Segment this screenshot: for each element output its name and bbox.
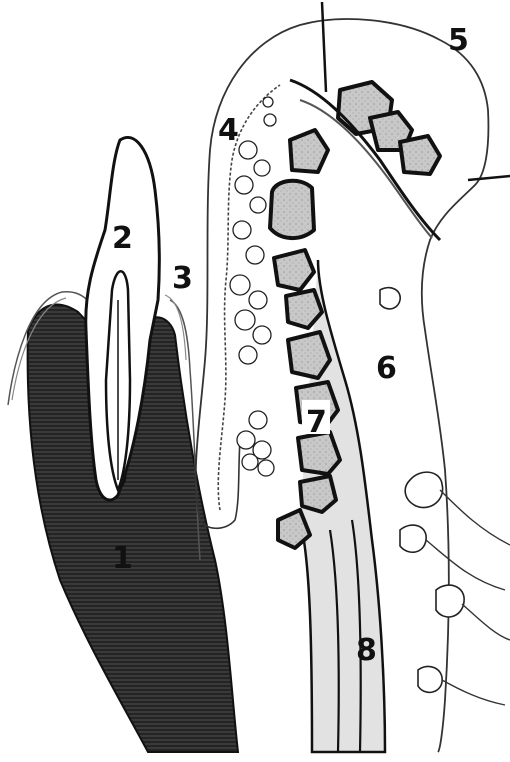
labial-glands bbox=[230, 97, 276, 476]
label-2: 2 bbox=[112, 221, 133, 256]
pointer-right bbox=[468, 176, 510, 180]
label-6: 6 bbox=[376, 351, 397, 386]
label-1: 1 bbox=[112, 541, 133, 576]
pointer-top bbox=[322, 2, 326, 92]
label-5: 5 bbox=[448, 23, 469, 58]
label-4: 4 bbox=[218, 113, 239, 148]
label-3: 3 bbox=[172, 261, 193, 296]
label-7: 7 bbox=[306, 405, 327, 440]
label-8: 8 bbox=[356, 633, 377, 668]
salivary-glands bbox=[380, 288, 464, 693]
